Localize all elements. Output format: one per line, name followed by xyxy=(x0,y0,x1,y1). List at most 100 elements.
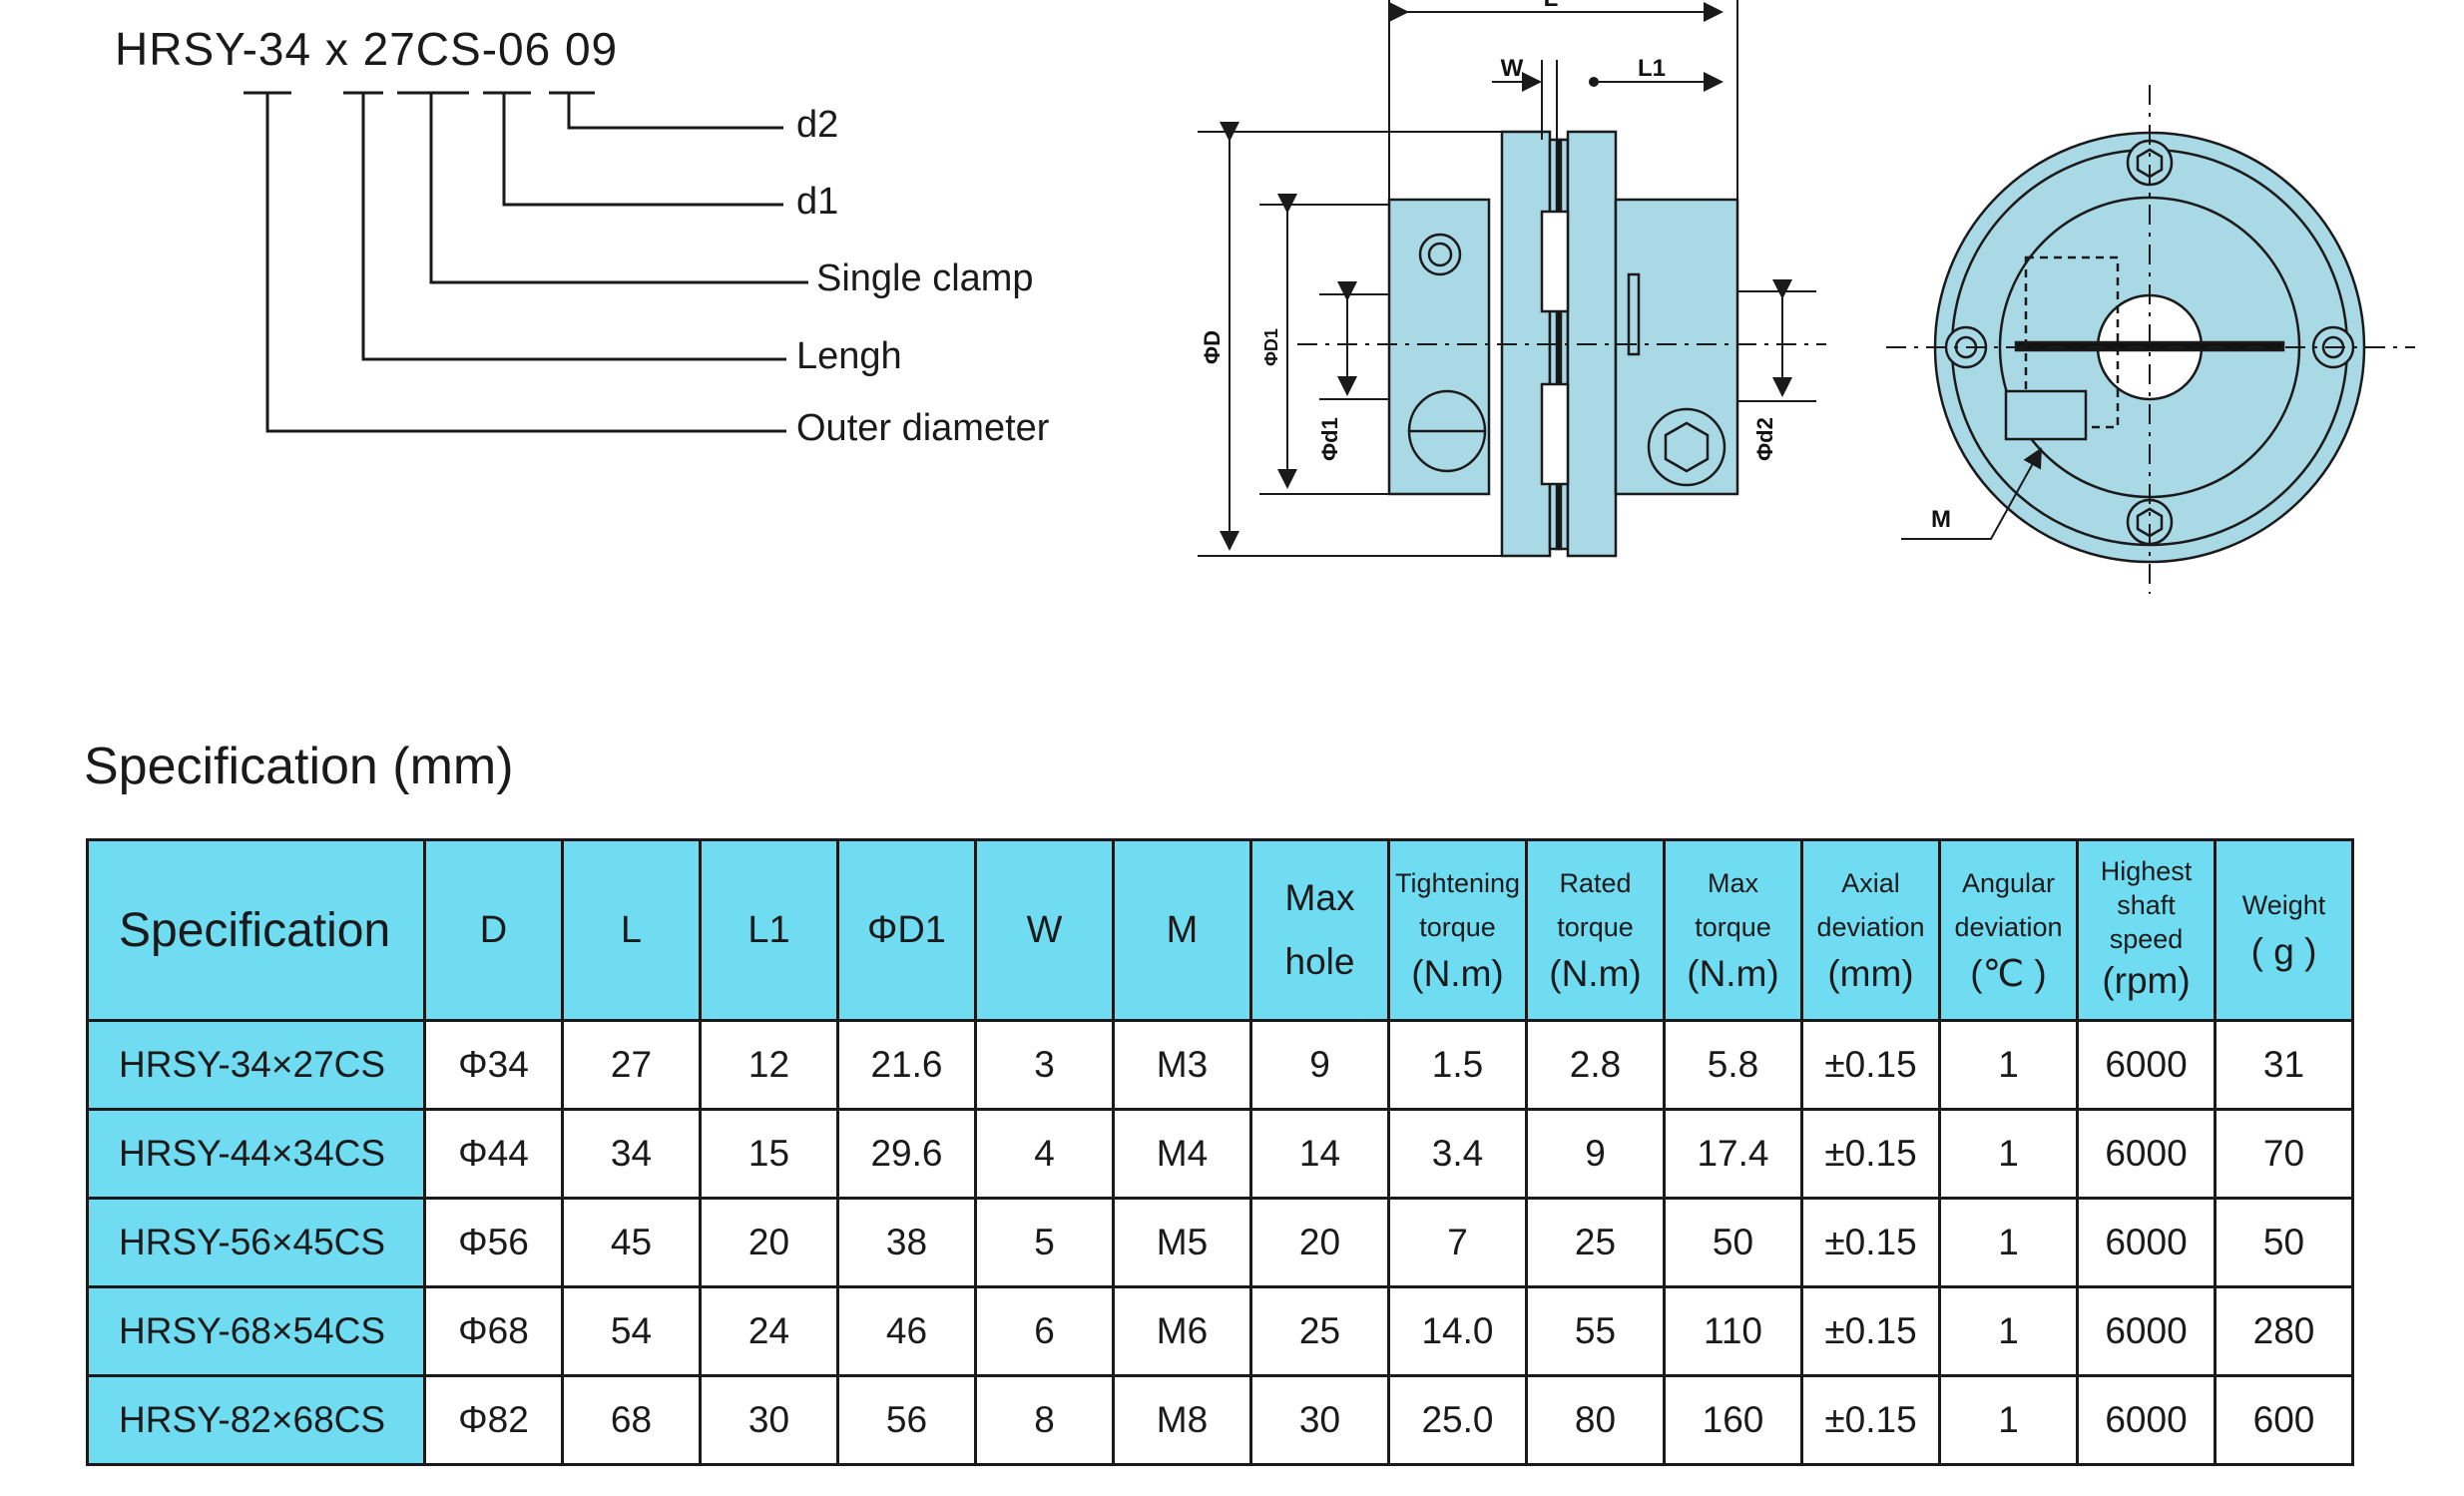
cell-M: M4 xyxy=(1112,1108,1252,1200)
header-angular-line2: deviation xyxy=(1954,912,2063,942)
cell-axial-deviation: ±0.15 xyxy=(1800,1019,1941,1111)
cell-max-hole: 9 xyxy=(1249,1019,1390,1111)
cell-highest-shaft-speed: 6000 xyxy=(2076,1019,2217,1111)
cell-angular-deviation: 1 xyxy=(1938,1374,2079,1466)
cell-weight: 50 xyxy=(2214,1197,2354,1288)
cell-angular-deviation: 1 xyxy=(1938,1285,2079,1377)
header-axial-deviation: Axial deviation (mm) xyxy=(1800,838,1941,1022)
dim-label-M: M xyxy=(1931,506,1951,533)
header-max-hole: Max hole xyxy=(1249,838,1390,1022)
header-maxtorque-line2: torque xyxy=(1695,912,1771,942)
coupling-drawings: L W L1 ΦD ΦD1 Φd1 Φd2 M xyxy=(1198,0,2415,594)
header-axial-line2: deviation xyxy=(1816,912,1925,942)
cell-tightening-torque: 7 xyxy=(1387,1197,1528,1288)
header-weight-line1: Weight xyxy=(2241,890,2326,920)
header-max-hole-line1: Max xyxy=(1284,877,1355,918)
legend-label-d1: d1 xyxy=(796,181,839,223)
cell-D: Φ68 xyxy=(423,1285,564,1377)
cell-axial-deviation: ±0.15 xyxy=(1800,1108,1941,1200)
header-tightening-line1: Tightening xyxy=(1394,868,1521,898)
front-view xyxy=(1933,131,2366,564)
header-axial-unit: (mm) xyxy=(1827,953,1914,994)
cell-model: HRSY-56×45CS xyxy=(86,1197,426,1288)
legend-label-outer-diameter: Outer diameter xyxy=(796,407,1050,449)
part-code: HRSY-34 x 27CS-06 09 xyxy=(115,23,619,75)
header-angular-line1: Angular xyxy=(1961,868,2056,898)
header-axial-line1: Axial xyxy=(1841,868,1900,898)
header-angular-unit: (℃ ) xyxy=(1970,953,2047,994)
cell-max-hole: 30 xyxy=(1249,1374,1390,1466)
cell-weight: 31 xyxy=(2214,1019,2354,1111)
cell-D1: 21.6 xyxy=(836,1019,977,1111)
cell-rated-torque: 80 xyxy=(1525,1374,1666,1466)
cell-D1: 56 xyxy=(836,1374,977,1466)
header-L: L xyxy=(561,838,702,1022)
cell-max-torque: 5.8 xyxy=(1663,1019,1803,1111)
header-tightening-line2: torque xyxy=(1419,912,1496,942)
part-code-legend-lines xyxy=(244,91,808,433)
cell-D1: 46 xyxy=(836,1285,977,1377)
header-tightening-torque: Tightening torque (N.m) xyxy=(1387,838,1528,1022)
header-rated-line1: Rated xyxy=(1559,868,1632,898)
header-rated-unit: (N.m) xyxy=(1549,953,1642,994)
cell-L: 34 xyxy=(561,1108,702,1200)
cell-weight: 70 xyxy=(2214,1108,2354,1200)
cell-M: M6 xyxy=(1112,1285,1252,1377)
cell-L1: 20 xyxy=(699,1197,839,1288)
header-maxtorque-line1: Max xyxy=(1707,868,1758,898)
cell-max-torque: 50 xyxy=(1663,1197,1803,1288)
cell-max-hole: 14 xyxy=(1249,1108,1390,1200)
cell-model: HRSY-34×27CS xyxy=(86,1019,426,1111)
dim-label-d1: Φd1 xyxy=(1317,417,1342,461)
cell-L1: 30 xyxy=(699,1374,839,1466)
legend-label-single-clamp: Single clamp xyxy=(816,257,1034,299)
cell-axial-deviation: ±0.15 xyxy=(1800,1197,1941,1288)
dim-label-D1: ΦD1 xyxy=(1261,328,1281,366)
cell-M: M8 xyxy=(1112,1374,1252,1466)
cell-rated-torque: 9 xyxy=(1525,1108,1666,1200)
header-D1: ΦD1 xyxy=(836,838,977,1022)
dim-label-L1: L1 xyxy=(1638,55,1666,82)
cell-angular-deviation: 1 xyxy=(1938,1197,2079,1288)
header-weight: Weight ( g ) xyxy=(2214,838,2354,1022)
header-W: W xyxy=(974,838,1115,1022)
cell-angular-deviation: 1 xyxy=(1938,1019,2079,1111)
cell-tightening-torque: 3.4 xyxy=(1387,1108,1528,1200)
cell-tightening-torque: 1.5 xyxy=(1387,1019,1528,1111)
cell-L1: 12 xyxy=(699,1019,839,1111)
cell-D: Φ56 xyxy=(423,1197,564,1288)
cell-weight: 280 xyxy=(2214,1285,2354,1377)
cell-highest-shaft-speed: 6000 xyxy=(2076,1374,2217,1466)
cell-weight: 600 xyxy=(2214,1374,2354,1466)
cell-L1: 24 xyxy=(699,1285,839,1377)
legend-label-d2: d2 xyxy=(796,104,839,146)
cell-max-hole: 25 xyxy=(1249,1285,1390,1377)
spec-header-row: Specification D L L1 ΦD1 W M Max hole Ti… xyxy=(86,838,2354,1022)
cell-rated-torque: 2.8 xyxy=(1525,1019,1666,1111)
cell-model: HRSY-44×34CS xyxy=(86,1108,426,1200)
cell-angular-deviation: 1 xyxy=(1938,1108,2079,1200)
dim-label-D: ΦD xyxy=(1200,330,1225,364)
header-speed-line3: speed xyxy=(2109,924,2184,954)
cell-D1: 29.6 xyxy=(836,1108,977,1200)
cell-W: 6 xyxy=(974,1285,1115,1377)
cell-L: 27 xyxy=(561,1019,702,1111)
cell-tightening-torque: 25.0 xyxy=(1387,1374,1528,1466)
cell-L: 54 xyxy=(561,1285,702,1377)
header-max-torque: Max torque (N.m) xyxy=(1663,838,1803,1022)
cell-max-torque: 110 xyxy=(1663,1285,1803,1377)
spec-table: Specification D L L1 ΦD1 W M Max hole Ti… xyxy=(86,838,2354,1466)
cell-D: Φ34 xyxy=(423,1019,564,1111)
cell-model: HRSY-82×68CS xyxy=(86,1374,426,1466)
header-speed-unit: (rpm) xyxy=(2102,960,2191,1001)
cell-W: 5 xyxy=(974,1197,1115,1288)
cell-max-torque: 17.4 xyxy=(1663,1108,1803,1200)
cell-highest-shaft-speed: 6000 xyxy=(2076,1197,2217,1288)
header-highest-shaft-speed: Highest shaft speed (rpm) xyxy=(2076,838,2217,1022)
dim-label-W: W xyxy=(1501,55,1524,82)
